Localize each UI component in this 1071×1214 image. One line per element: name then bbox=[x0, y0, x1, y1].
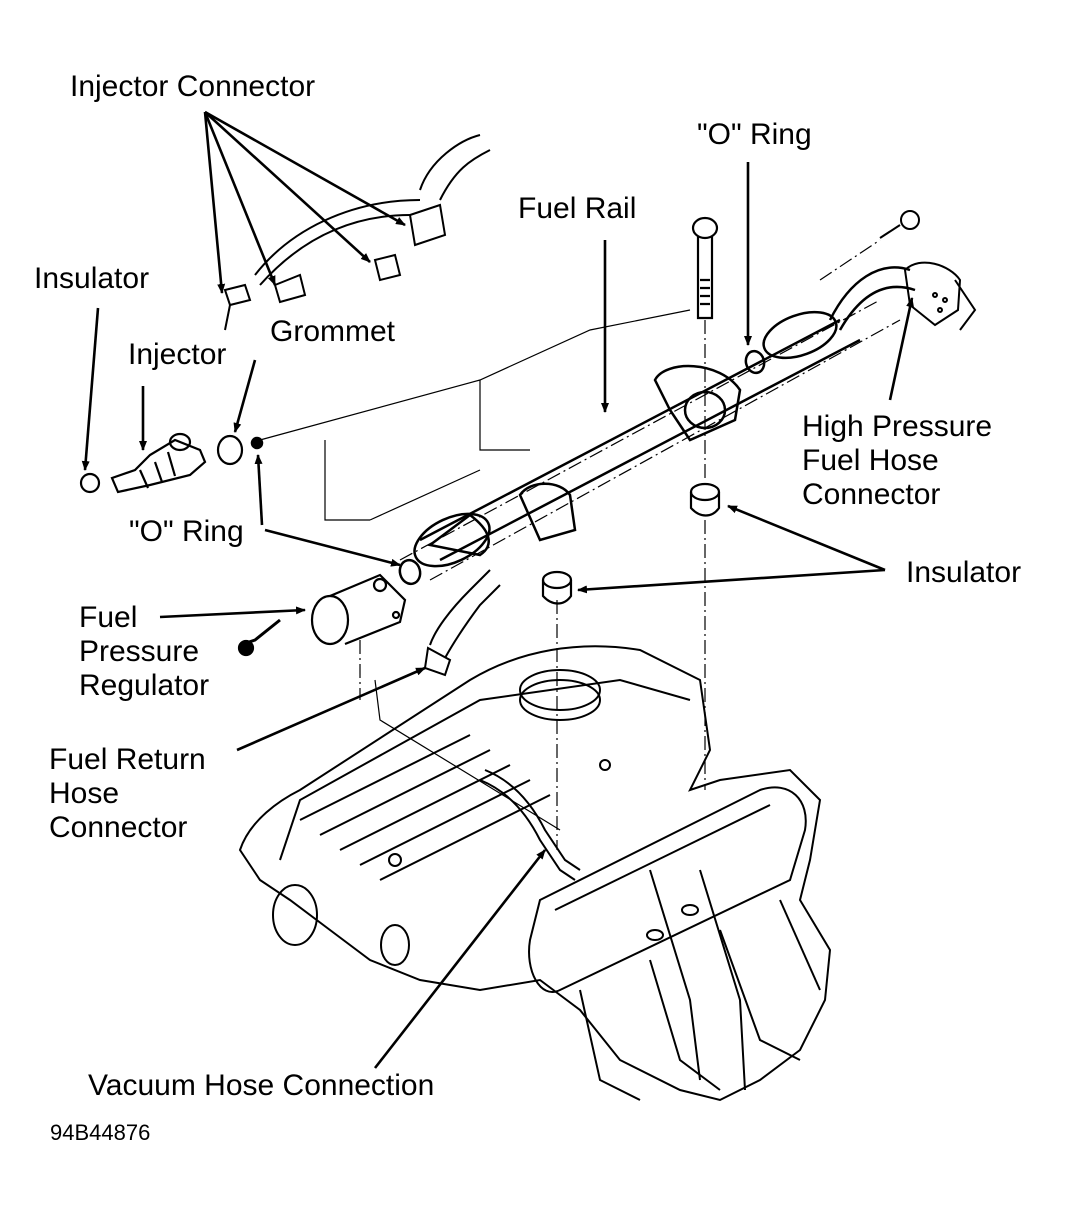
arrow-o-ring-left bbox=[254, 454, 264, 526]
injector-part bbox=[79, 432, 244, 494]
o-rings bbox=[250, 349, 766, 586]
label-line: Connector bbox=[49, 811, 188, 844]
arrow-injector-connector-2 bbox=[203, 111, 277, 286]
alignment-lines bbox=[359, 239, 901, 850]
head-cover-plane bbox=[259, 309, 691, 831]
label-o-ring-top: "O" Ring bbox=[697, 118, 812, 151]
arrow-insulator-right-2 bbox=[577, 568, 886, 594]
arrow-grommet bbox=[233, 359, 257, 433]
fuel-return-hose-part bbox=[423, 569, 501, 677]
arrow-return-hose bbox=[236, 666, 426, 752]
label-line: Connector bbox=[802, 478, 941, 511]
label-o-ring-left: "O" Ring bbox=[129, 515, 244, 548]
label-insulator-left: Insulator bbox=[34, 262, 150, 295]
arrow-high-pressure bbox=[888, 297, 915, 401]
arrow-injector-connector-3 bbox=[204, 111, 371, 263]
engine-block bbox=[238, 645, 832, 1102]
label-line: Pressure bbox=[79, 635, 200, 668]
leader-arrows bbox=[81, 110, 915, 1069]
label-fuel-return-hose-connector: Fuel Return Hose Connector bbox=[49, 743, 206, 845]
arrow-insulator-left bbox=[81, 307, 100, 471]
label-line: Regulator bbox=[79, 669, 210, 702]
high-pressure-hose-connector bbox=[903, 261, 977, 331]
rail-bolt bbox=[691, 216, 719, 320]
label-fuel-rail: Fuel Rail bbox=[518, 192, 637, 225]
figure-id: 94B44876 bbox=[50, 1120, 151, 1145]
arrow-fpr bbox=[159, 606, 306, 619]
arrow-vacuum bbox=[373, 849, 547, 1069]
label-fuel-pressure-regulator: Fuel Pressure Regulator bbox=[79, 601, 209, 703]
label-vacuum-hose-connection: Vacuum Hose Connection bbox=[88, 1069, 435, 1102]
label-high-pressure-fuel-hose-connector: High Pressure Fuel Hose Connector bbox=[802, 410, 992, 512]
arrow-injector-connector-1 bbox=[203, 111, 226, 294]
label-insulator-right: Insulator bbox=[906, 556, 1022, 589]
arrow-injector-connector-4 bbox=[204, 110, 406, 227]
vacuum-hose-part bbox=[479, 769, 581, 881]
insulator-parts bbox=[541, 482, 721, 605]
label-injector-connector: Injector Connector bbox=[70, 70, 316, 103]
label-line: Fuel bbox=[79, 601, 138, 634]
injector-connector-parts bbox=[223, 134, 491, 331]
intake-manifold bbox=[528, 786, 821, 1101]
arrow-o-ring-left-2 bbox=[264, 528, 401, 567]
arrow-insulator-right-1 bbox=[727, 504, 886, 572]
hose-bolt bbox=[879, 210, 920, 239]
label-line: Fuel Hose bbox=[802, 444, 939, 477]
fuel-pressure-regulator-part bbox=[237, 573, 407, 657]
label-line: High Pressure bbox=[802, 410, 993, 443]
label-injector: Injector bbox=[128, 338, 227, 371]
label-line: Fuel Return bbox=[49, 743, 206, 776]
label-line: Hose bbox=[49, 777, 120, 810]
label-grommet: Grommet bbox=[270, 315, 396, 348]
